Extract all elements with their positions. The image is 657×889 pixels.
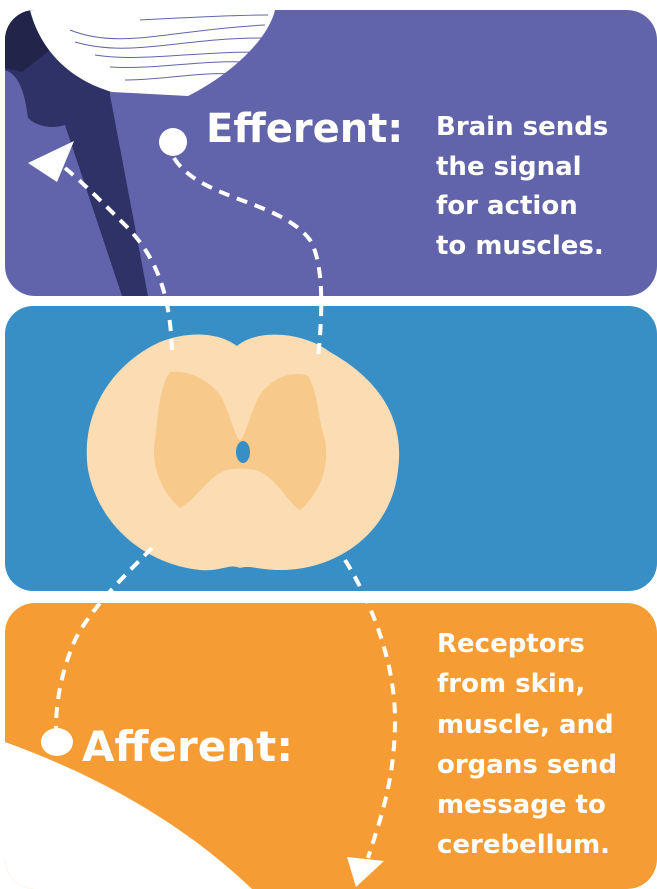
efferent-panel bbox=[5, 10, 657, 296]
efferent-description: Brain sends the signal for action to mus… bbox=[436, 108, 608, 266]
afferent-description: Receptors from skin, muscle, and organs … bbox=[437, 624, 617, 866]
afferent-arrowhead bbox=[347, 857, 384, 887]
brain-lines bbox=[69, 14, 269, 81]
afferent-path-right bbox=[343, 558, 398, 859]
afferent-panel bbox=[5, 603, 657, 889]
efferent-line: the signal bbox=[436, 151, 582, 182]
efferent-line: Brain sends bbox=[436, 112, 609, 142]
white-curve bbox=[5, 742, 252, 889]
afferent-line: Receptors bbox=[437, 629, 585, 659]
afferent-line: message to bbox=[437, 790, 606, 821]
afferent-line: from skin, bbox=[437, 669, 586, 700]
gray-matter bbox=[154, 371, 327, 510]
efferent-line: to muscles. bbox=[436, 230, 604, 261]
central-canal bbox=[236, 441, 250, 463]
afferent-start-dot bbox=[41, 728, 73, 756]
spinal-cord bbox=[86, 334, 400, 571]
afferent-line: muscle, and bbox=[437, 709, 614, 740]
afferent-line: cerebellum. bbox=[437, 830, 611, 861]
afferent-path-left bbox=[54, 546, 154, 729]
efferent-line: for action bbox=[436, 191, 578, 221]
head-silhouette bbox=[5, 10, 148, 296]
efferent-arrowhead bbox=[28, 141, 74, 182]
afferent-title: Afferent: bbox=[82, 722, 293, 771]
brain-cloud bbox=[30, 10, 275, 96]
efferent-path-up bbox=[63, 166, 174, 351]
efferent-title: Efferent: bbox=[206, 106, 404, 152]
efferent-path-down bbox=[172, 156, 324, 359]
efferent-start-dot bbox=[159, 128, 187, 156]
afferent-line: organs send bbox=[437, 749, 618, 780]
